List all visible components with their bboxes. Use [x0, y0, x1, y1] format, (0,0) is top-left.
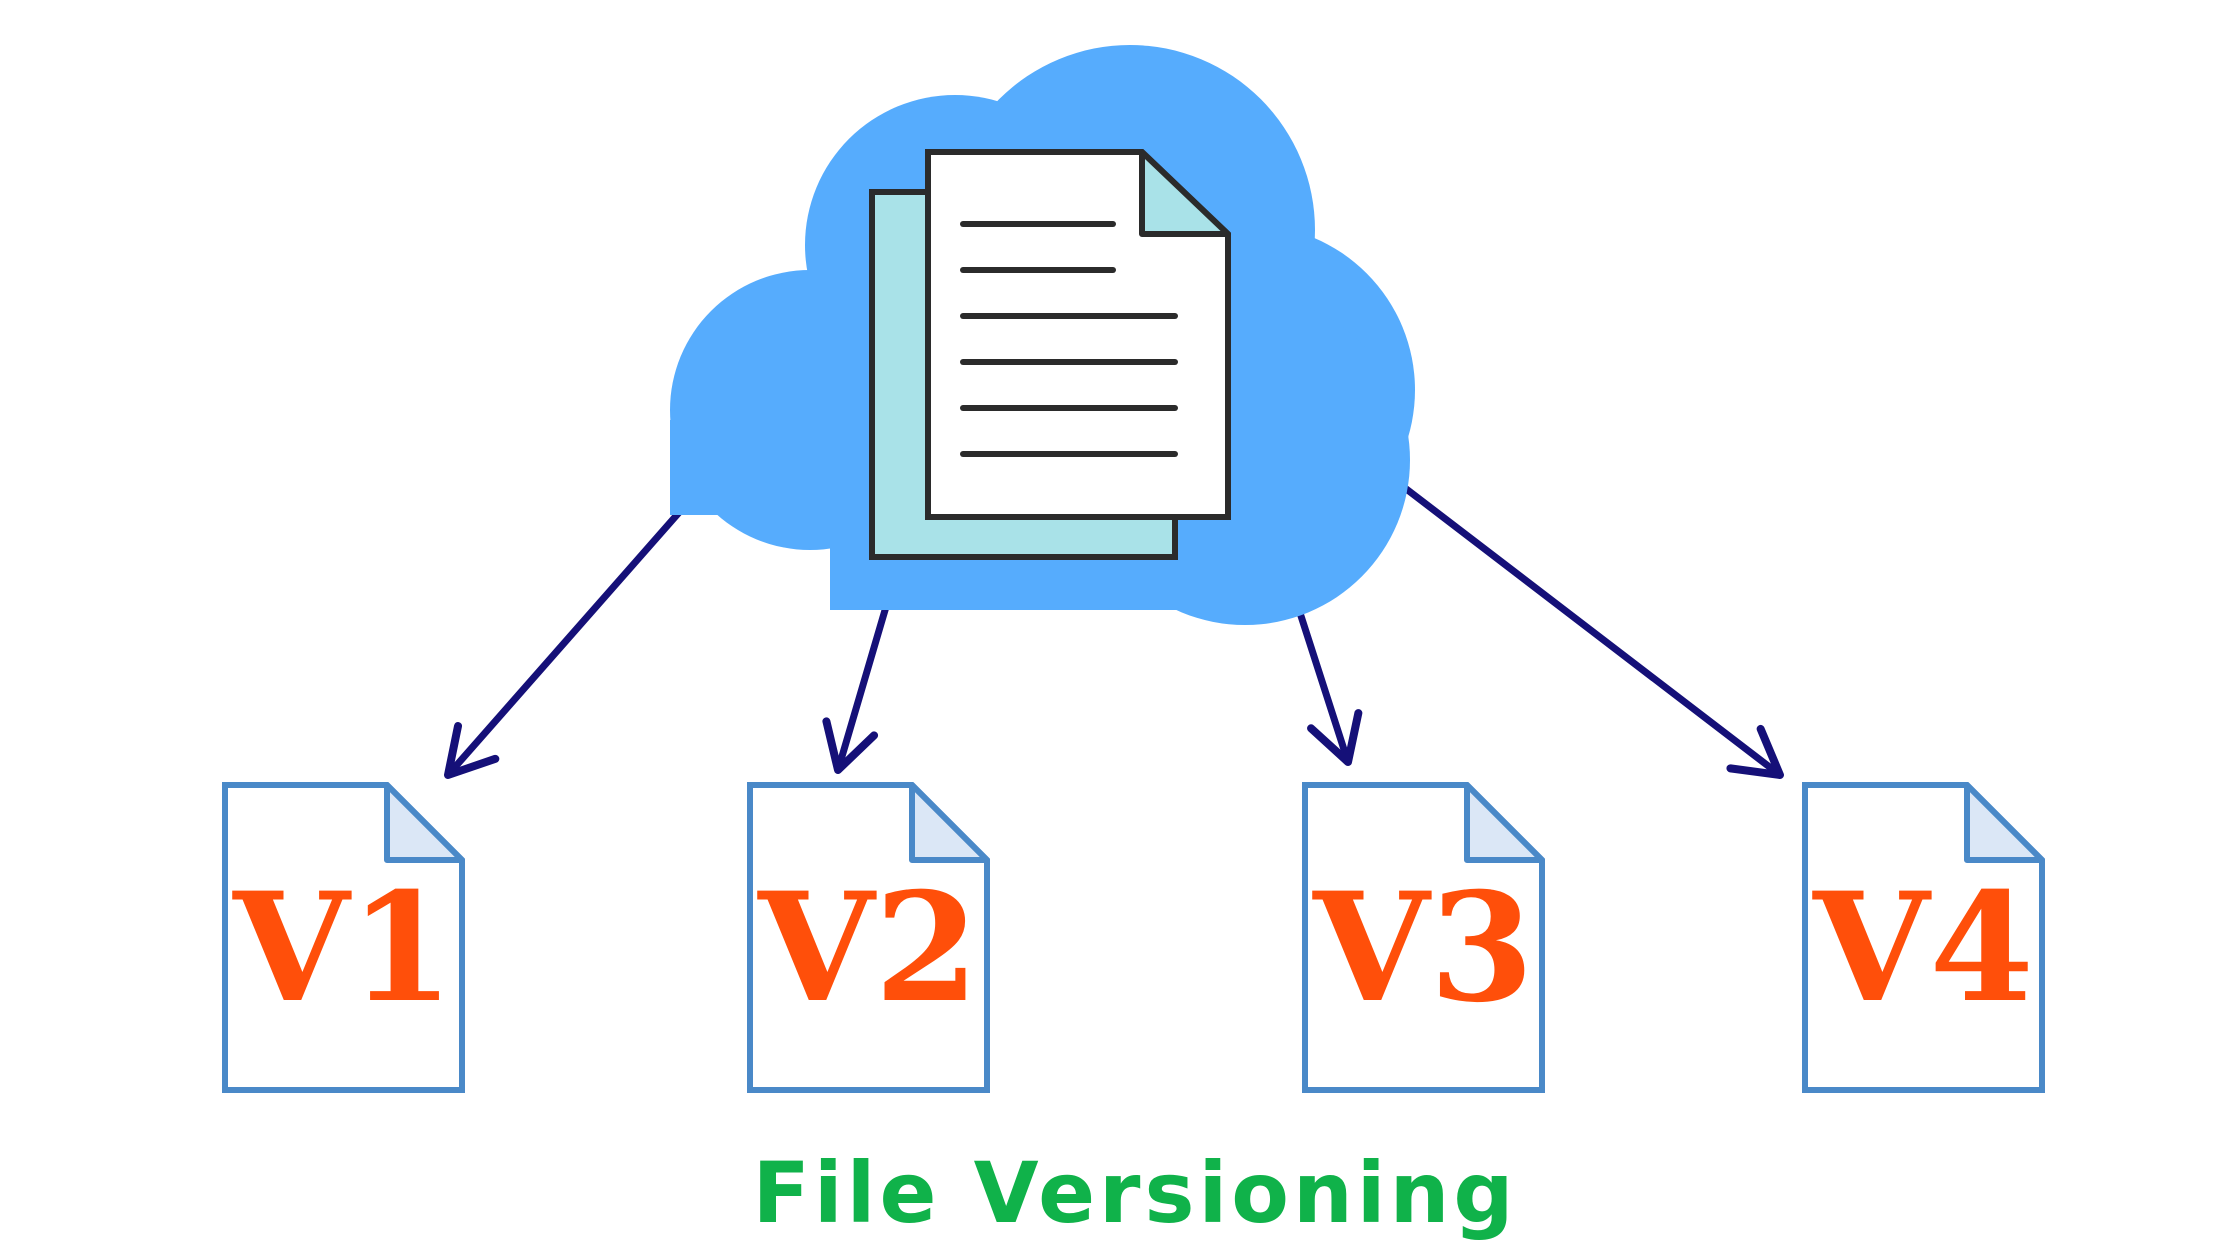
arrows-group [444, 484, 1784, 779]
version-file-2: V2 [747, 782, 990, 1093]
arrow-icon [1288, 584, 1363, 766]
document-stack-icon [869, 149, 1231, 560]
version-files: V1 V2 V3 V4 [222, 782, 2045, 1093]
diagram-title: File Versioning [752, 1144, 1517, 1242]
version-file-4: V4 [1802, 782, 2045, 1093]
version-file-1: V1 [222, 782, 465, 1093]
file-icon [1302, 782, 1545, 1093]
arrow-icon [444, 496, 694, 779]
file-icon [747, 782, 990, 1093]
version-file-3: V3 [1302, 782, 1545, 1093]
arrow-icon [822, 596, 892, 774]
file-icon [1802, 782, 2045, 1093]
version-label: V2 [757, 860, 979, 1036]
version-label: V4 [1812, 860, 2034, 1036]
arrow-icon [1401, 484, 1784, 779]
version-label: V3 [1312, 860, 1534, 1036]
file-icon [222, 782, 465, 1093]
version-label: V1 [232, 860, 454, 1036]
